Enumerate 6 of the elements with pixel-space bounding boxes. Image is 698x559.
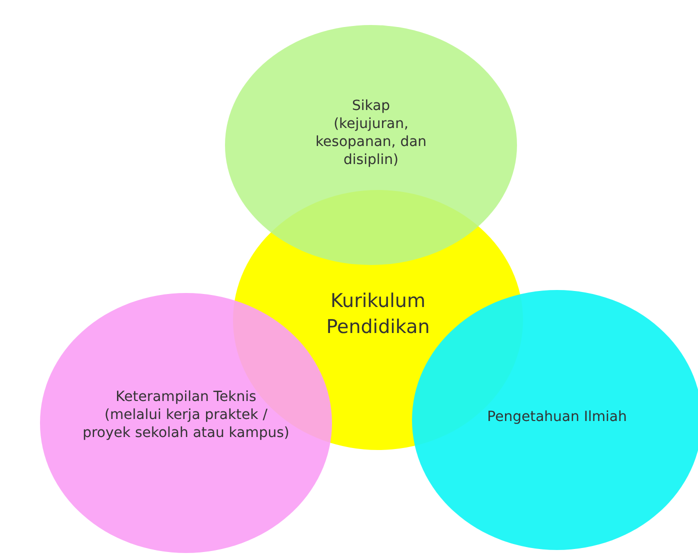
ellipse-title: Sikap — [350, 97, 392, 115]
ellipse-title: Pengetahuan Ilmiah — [486, 408, 628, 426]
ellipse-title: Kurikulum Pendidikan — [325, 289, 431, 340]
ellipse-title: Keterampilan Teknis — [114, 388, 258, 406]
ellipse-description: (kejujuran, kesopanan, dan disiplin) — [314, 115, 428, 169]
ellipse-description: (melalui kerja praktek / proyek sekolah atau kampus) — [82, 406, 290, 442]
